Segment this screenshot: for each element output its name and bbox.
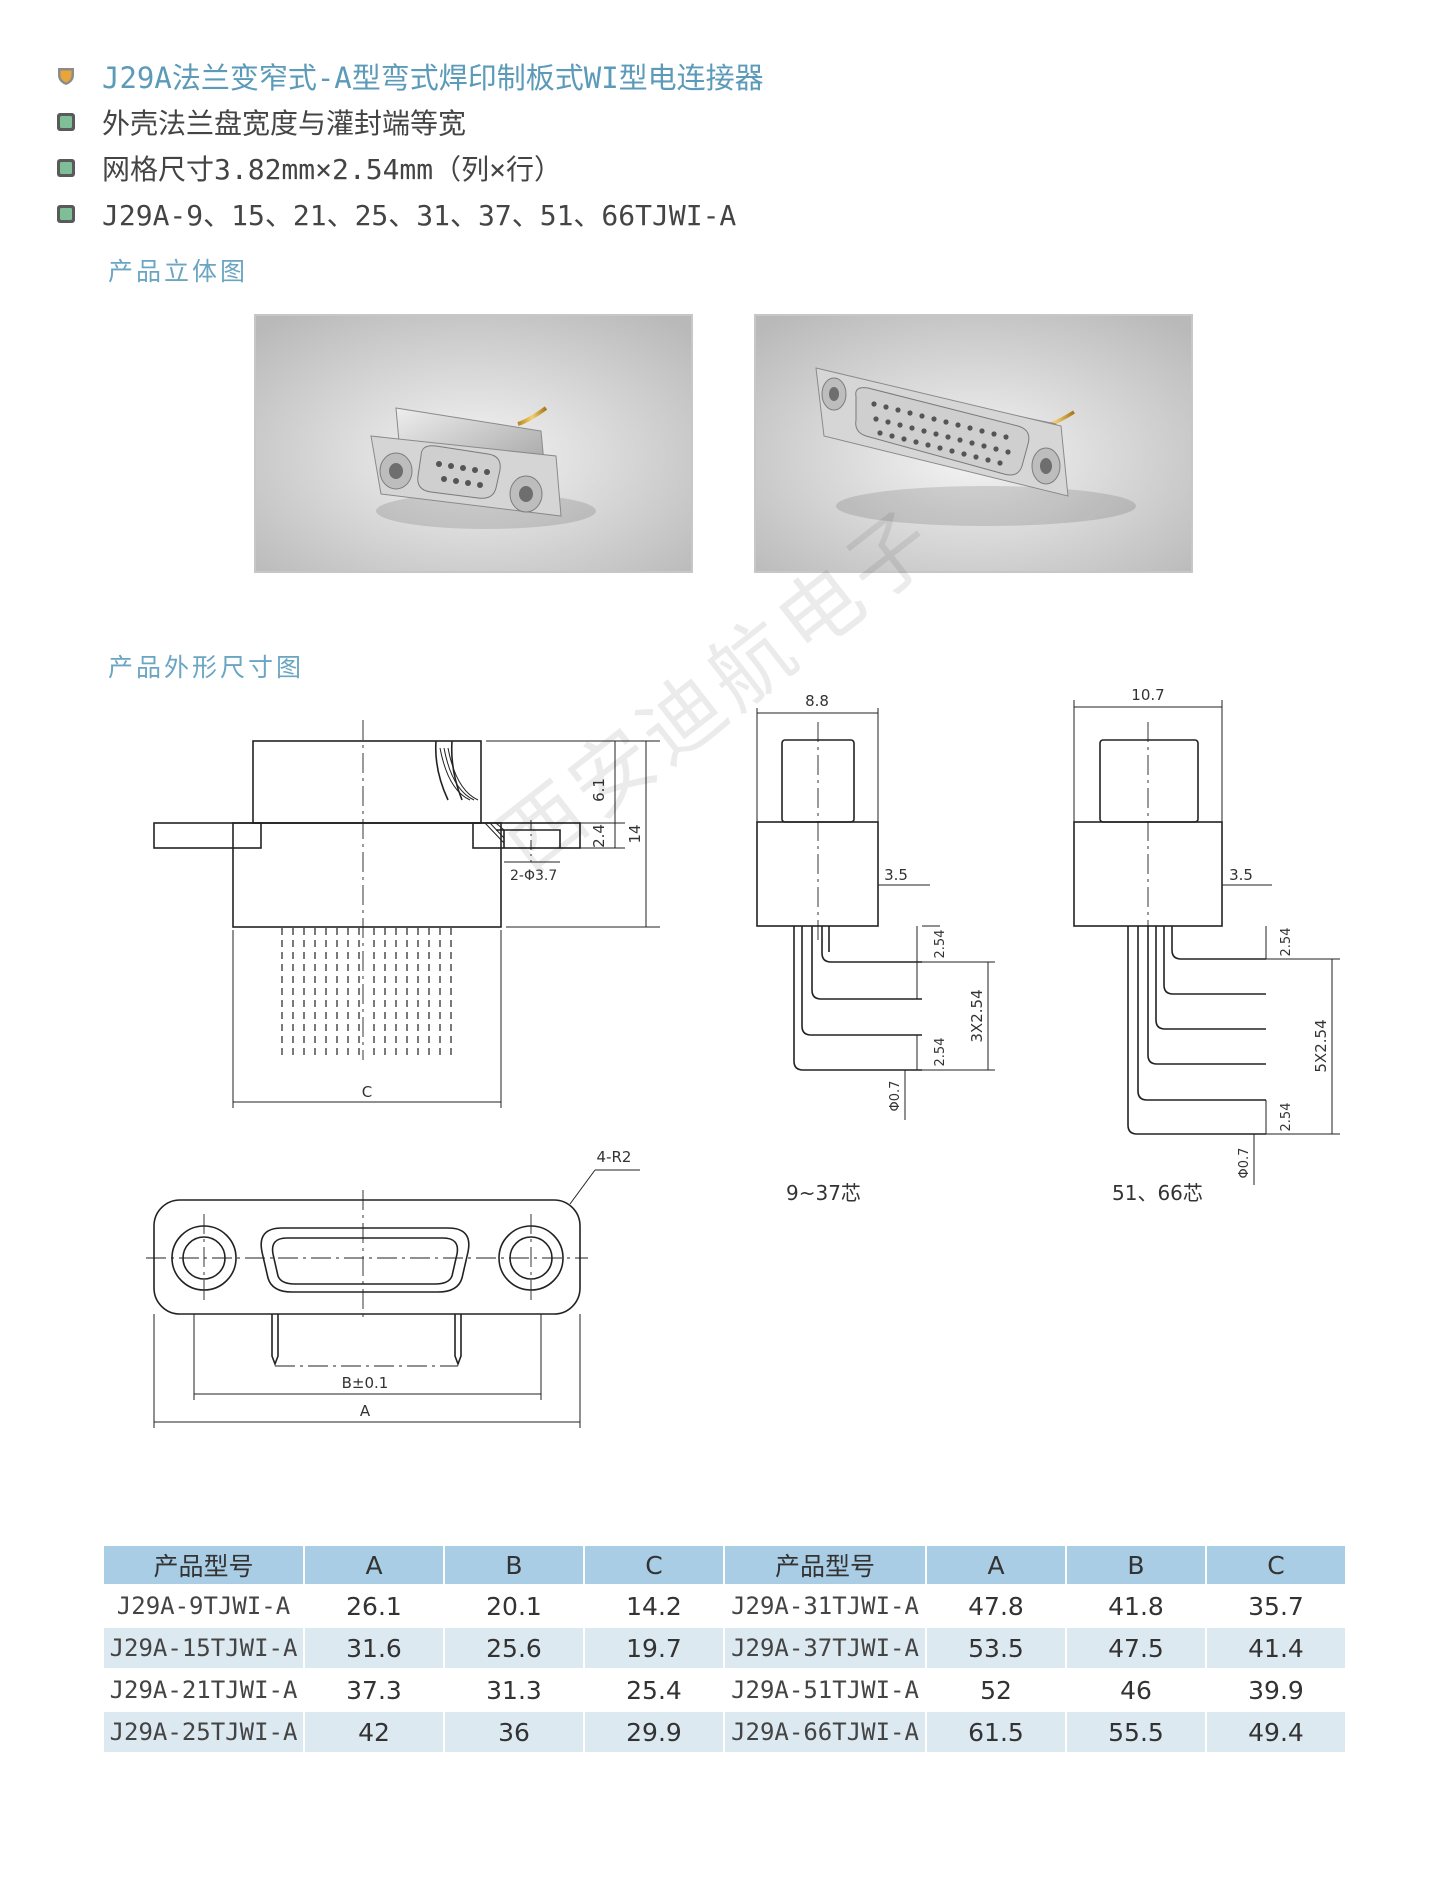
col-c: C [584,1546,725,1585]
table-row: J29A-15TJWI-A 31.6 25.6 19.7 J29A-37TJWI… [104,1626,1347,1669]
cell-model: J29A-31TJWI-A [724,1584,927,1627]
dim-14: 14 [626,824,644,843]
col-a: A [304,1546,445,1585]
side-view-large [1073,722,1266,1135]
cell-a: 37.3 [304,1668,445,1711]
cell-c: 25.4 [584,1668,725,1711]
feature-text: 网格尺寸3.82mm×2.54mm（列×行） [102,153,563,186]
a-label: A [360,1402,371,1420]
offset-large: 3.5 [1229,866,1253,884]
feature-row: 外壳法兰盘宽度与灌封端等宽 [56,102,466,142]
cell-a: 26.1 [304,1584,445,1627]
cell-c: 35.7 [1206,1584,1347,1627]
side-view-small [756,722,922,1071]
table-row: J29A-21TJWI-A 37.3 31.3 25.4 J29A-51TJWI… [104,1668,1347,1711]
dimension-drawing: 6.1 2.4 14 2-Φ3.7 C 8.8 3.5 2.54 3X2.54 … [146,686,1340,1428]
c-label: C [362,1083,372,1101]
pitch-bottom-large: 2.54 [1279,1103,1294,1132]
col-b: B [444,1546,585,1585]
col-a: A [926,1546,1067,1585]
green-square-bullet-icon [57,159,75,177]
dim-6-1: 6.1 [590,778,608,802]
cell-b: 20.1 [444,1584,585,1627]
feature-row: 网格尺寸3.82mm×2.54mm（列×行） [56,148,562,188]
cell-model: J29A-37TJWI-A [724,1626,927,1669]
col-c: C [1206,1546,1347,1585]
product-photo-9pin [254,314,693,573]
pitch-bottom-small: 2.54 [933,1038,948,1067]
offset-small: 3.5 [884,866,908,884]
width-small: 8.8 [805,692,829,710]
table-header-row: 产品型号 A B C 产品型号 A B C [104,1546,1347,1585]
cell-c: 14.2 [584,1584,725,1627]
hole-label: 2-Φ3.7 [510,868,557,884]
b-label: B±0.1 [342,1374,389,1392]
width-large: 10.7 [1131,686,1164,704]
pitch-total-large: 5X2.54 [1312,1019,1330,1072]
captions: 9~37芯 51、66芯 [786,1181,1203,1205]
cell-b: 46 [1066,1668,1207,1711]
cell-a: 53.5 [926,1626,1067,1669]
title-row: J29A法兰变窄式-A型弯式焊印制板式WI型电连接器 [56,55,764,97]
pin-lines [281,928,452,1058]
cell-b: 36 [444,1710,585,1752]
table-row: J29A-25TJWI-A 42 36 29.9 J29A-66TJWI-A 6… [104,1710,1347,1752]
col-b: B [1066,1546,1207,1585]
dim-2-4: 2.4 [590,824,608,848]
cell-model: J29A-21TJWI-A [104,1668,305,1711]
shield-bullet-icon [58,68,74,85]
cell-model: J29A-51TJWI-A [724,1668,927,1711]
col-model: 产品型号 [724,1546,927,1585]
pin-dia-large: Φ0.7 [1237,1148,1252,1179]
cell-b: 25.6 [444,1626,585,1669]
front-view [153,740,581,928]
product-photo-37pin [754,314,1193,573]
pitch-total-small: 3X2.54 [968,989,986,1042]
cell-a: 47.8 [926,1584,1067,1627]
bottom-view [153,1199,581,1367]
feature-text: J29A-9、15、21、25、31、37、51、66TJWI-A [102,199,737,232]
caption-small: 9~37芯 [786,1181,861,1205]
cell-model: J29A-9TJWI-A [104,1584,305,1627]
radius-label: 4-R2 [597,1148,632,1166]
cell-c: 19.7 [584,1626,725,1669]
cell-b: 47.5 [1066,1626,1207,1669]
cell-b: 31.3 [444,1668,585,1711]
cell-b: 41.8 [1066,1584,1207,1627]
cell-b: 55.5 [1066,1710,1207,1752]
photos-section-title: 产品立体图 [108,257,249,286]
feature-text: 外壳法兰盘宽度与灌封端等宽 [102,107,467,140]
green-square-bullet-icon [57,113,75,131]
cell-c: 49.4 [1206,1710,1347,1752]
table-row: J29A-9TJWI-A 26.1 20.1 14.2 J29A-31TJWI-… [104,1584,1347,1627]
cell-a: 52 [926,1668,1067,1711]
caption-large: 51、66芯 [1112,1181,1203,1205]
cell-c: 39.9 [1206,1668,1347,1711]
cell-c: 41.4 [1206,1626,1347,1669]
page-title: J29A法兰变窄式-A型弯式焊印制板式WI型电连接器 [102,61,764,95]
pitch-top-small: 2.54 [933,930,948,959]
green-square-bullet-icon [57,205,75,223]
cell-model: J29A-15TJWI-A [104,1626,305,1669]
cell-a: 31.6 [304,1626,445,1669]
cell-a: 61.5 [926,1710,1067,1752]
dimension-labels: 6.1 2.4 14 2-Φ3.7 C 8.8 3.5 2.54 3X2.54 … [342,686,1330,1420]
feature-row: J29A-9、15、21、25、31、37、51、66TJWI-A [56,194,736,234]
pin-dia-small: Φ0.7 [888,1081,903,1112]
cell-model: J29A-66TJWI-A [724,1710,927,1752]
spec-table: 产品型号 A B C 产品型号 A B C J29A-9TJWI-A 26.1 … [104,1546,1347,1752]
cell-c: 29.9 [584,1710,725,1752]
cell-a: 42 [304,1710,445,1752]
pitch-top-large: 2.54 [1279,928,1294,957]
cell-model: J29A-25TJWI-A [104,1710,305,1752]
col-model: 产品型号 [104,1546,305,1585]
dimensions-section-title: 产品外形尺寸图 [108,653,305,682]
